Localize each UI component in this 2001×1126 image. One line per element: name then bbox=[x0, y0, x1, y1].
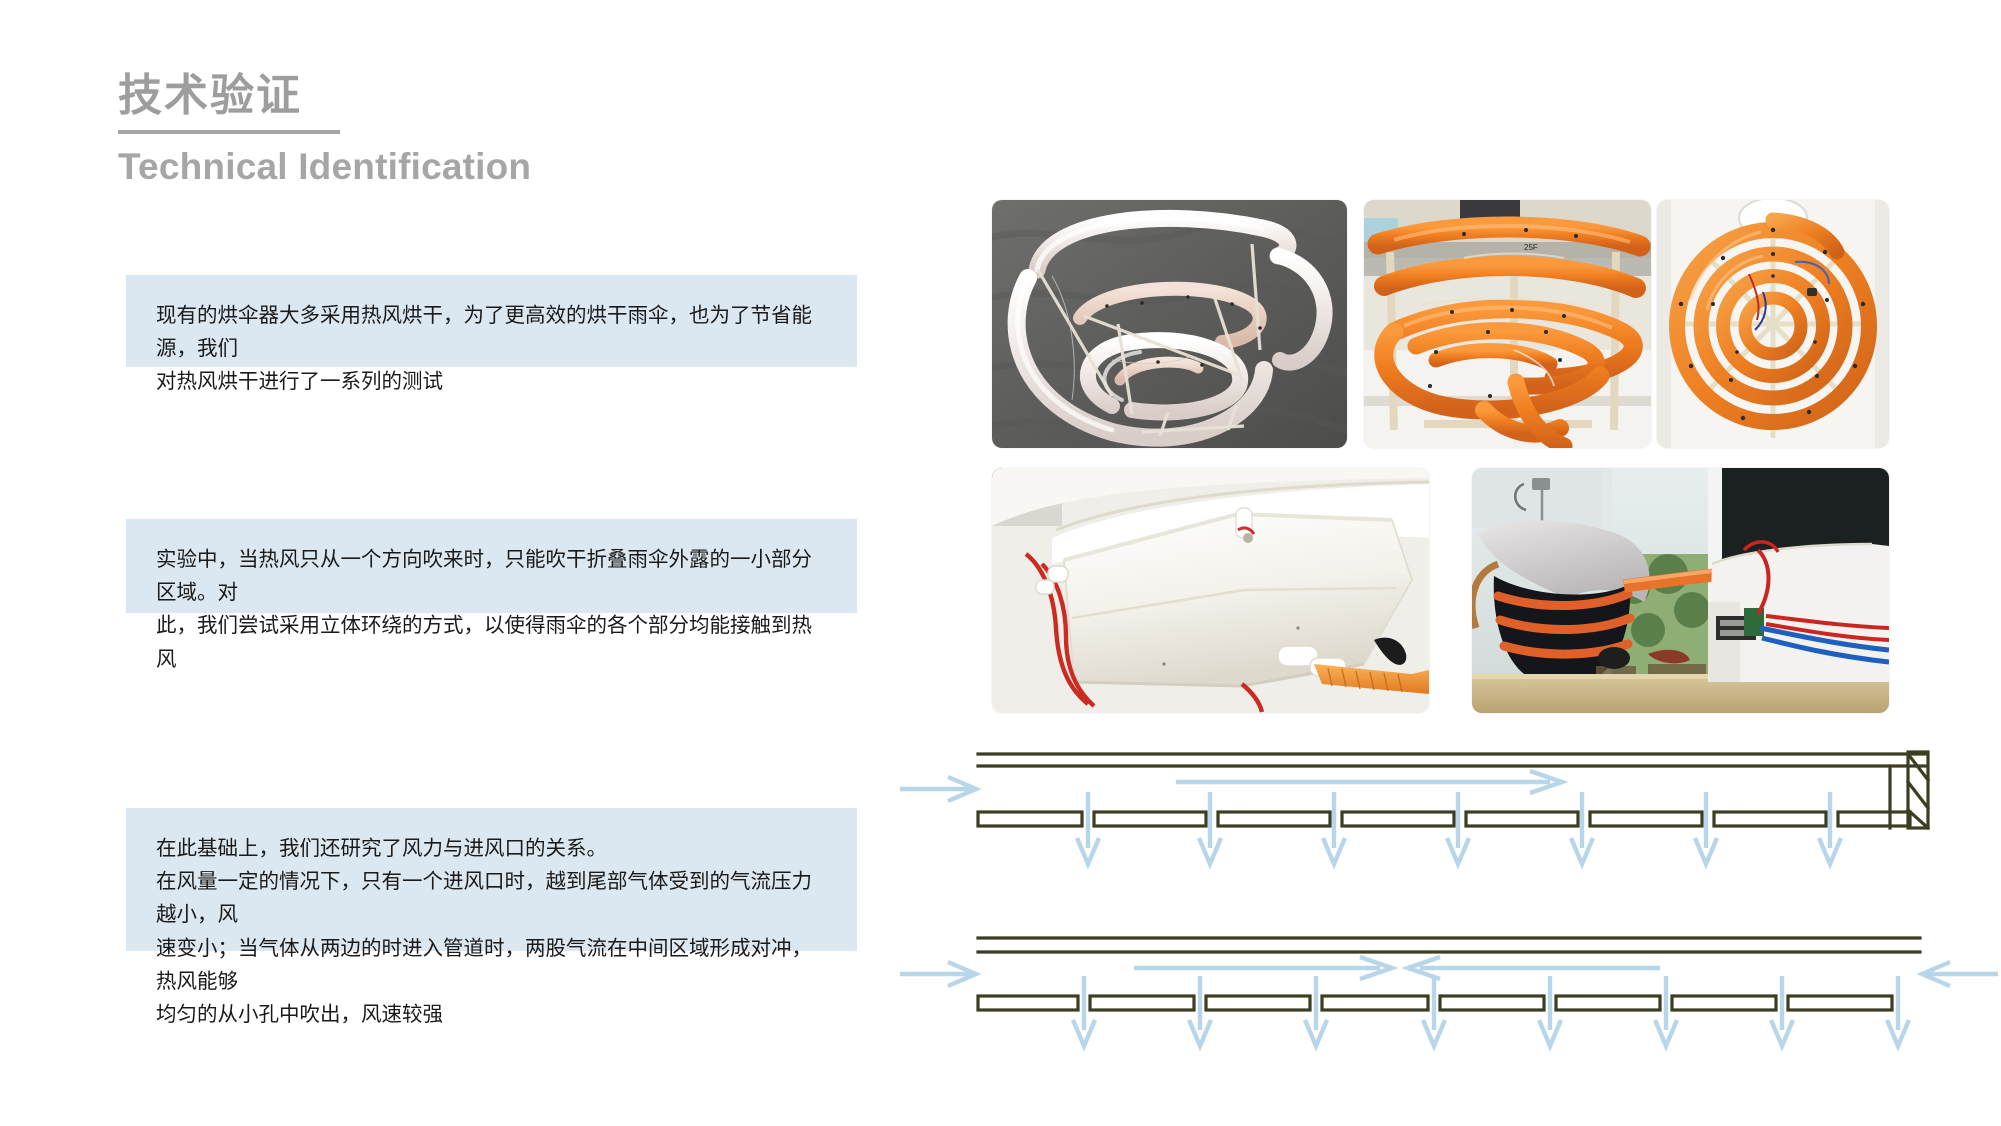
photo-drying-test-rig bbox=[1472, 468, 1889, 713]
inlet-arrow-right-2 bbox=[1916, 959, 1998, 989]
panel-1-text: 现有的烘伞器大多采用热风烘干，为了更高效的烘干雨伞，也为了节省能源，我们 对热风… bbox=[156, 303, 812, 394]
text-panel-3: 在此基础上，我们还研究了风力与进风口的关系。 在风量一定的情况下，只有一个进风口… bbox=[126, 808, 857, 1026]
outlet-arrows-1 bbox=[1074, 792, 1844, 870]
title-divider bbox=[118, 130, 340, 135]
photo-white-spiral-prototype bbox=[992, 200, 1347, 448]
internal-flow-arrow-left-to-right bbox=[1134, 954, 1399, 982]
text-panel-1: 现有的烘伞器大多采用热风烘干，为了更高效的烘干雨伞，也为了节省能源，我们 对热风… bbox=[126, 275, 857, 393]
photo-orange-coil-top-view bbox=[1657, 200, 1889, 448]
internal-flow-arrow-1 bbox=[1176, 768, 1569, 796]
duct-case-dual-inlet bbox=[976, 936, 1922, 1012]
airflow-diagram bbox=[890, 730, 2001, 1100]
photo-orange-spiral-prototype: 25F bbox=[1364, 200, 1651, 448]
text-panel-2: 实验中，当热风只从一个方向吹来时，只能吹干折叠雨伞外露的一小部分区域。对 此，我… bbox=[126, 519, 857, 671]
panel-2-text: 实验中，当热风只从一个方向吹来时，只能吹干折叠雨伞外露的一小部分区域。对 此，我… bbox=[156, 547, 812, 671]
page-title-en: Technical Identification bbox=[118, 146, 532, 188]
perforated-wall-slots-2 bbox=[976, 994, 1894, 1012]
duct-case-single-inlet bbox=[976, 750, 1931, 831]
panel-3-text: 在此基础上，我们还研究了风力与进风口的关系。 在风量一定的情况下，只有一个进风口… bbox=[156, 836, 812, 1027]
inlet-arrow-left-1 bbox=[900, 774, 982, 804]
page-header: 技术验证 Technical Identification bbox=[118, 71, 678, 189]
page-title-cn: 技术验证 bbox=[118, 71, 302, 120]
outlet-arrows-2 bbox=[1070, 976, 1912, 1052]
inlet-arrow-left-2 bbox=[900, 959, 982, 989]
svg-text:25F: 25F bbox=[1524, 243, 1538, 252]
internal-flow-arrow-right-to-left bbox=[1401, 954, 1660, 982]
perforated-wall-slots bbox=[976, 810, 1912, 828]
photo-white-air-manifold bbox=[992, 468, 1429, 713]
airflow-arrows bbox=[900, 768, 1998, 1052]
